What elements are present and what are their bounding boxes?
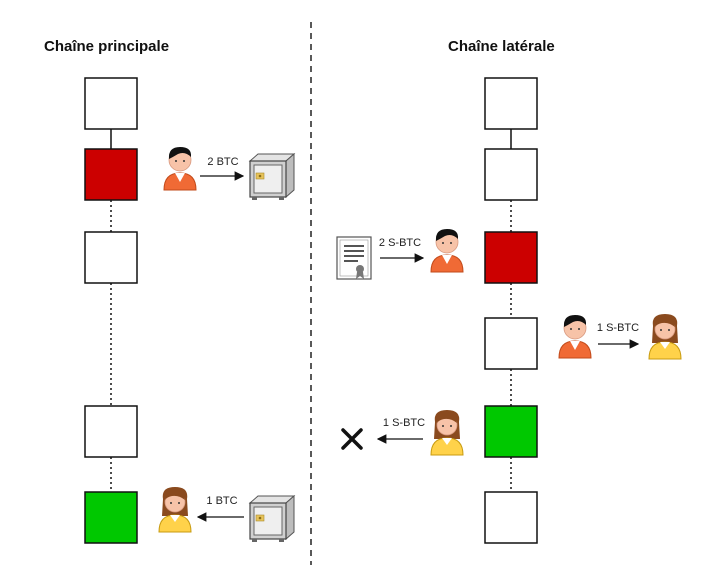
- man-icon: [163, 146, 197, 191]
- woman-icon: [158, 486, 192, 533]
- cross-icon: [341, 428, 363, 450]
- woman-icon: [648, 313, 682, 360]
- woman-icon: [430, 409, 464, 456]
- side-chain-title: Chaîne latérale: [448, 38, 555, 55]
- main-chain-block: [84, 77, 138, 130]
- transfer-amount-label: 1 S-BTC: [597, 322, 639, 334]
- side-chain-block-burn: [484, 405, 538, 458]
- side-chain-block: [484, 317, 538, 370]
- release-amount-label: 1 BTC: [206, 495, 237, 507]
- safe-icon: [249, 153, 295, 201]
- side-chain-block: [484, 77, 538, 130]
- main-chain-block: [84, 405, 138, 458]
- man-icon: [558, 314, 592, 359]
- side-chain-block: [484, 148, 538, 201]
- certificate-icon: [336, 236, 372, 280]
- safe-icon: [249, 495, 295, 543]
- lock-amount-label: 2 BTC: [207, 156, 238, 168]
- side-chain-block-claim: [484, 231, 538, 284]
- man-icon: [430, 228, 464, 273]
- main-chain-title: Chaîne principale: [44, 38, 170, 55]
- main-chain-block-lock: [84, 148, 138, 201]
- certificate-amount-label: 2 S-BTC: [379, 237, 421, 249]
- side-chain-block: [484, 491, 538, 544]
- main-chain-block-release: [84, 491, 138, 544]
- burn-amount-label: 1 S-BTC: [383, 417, 425, 429]
- main-chain-block: [84, 231, 138, 284]
